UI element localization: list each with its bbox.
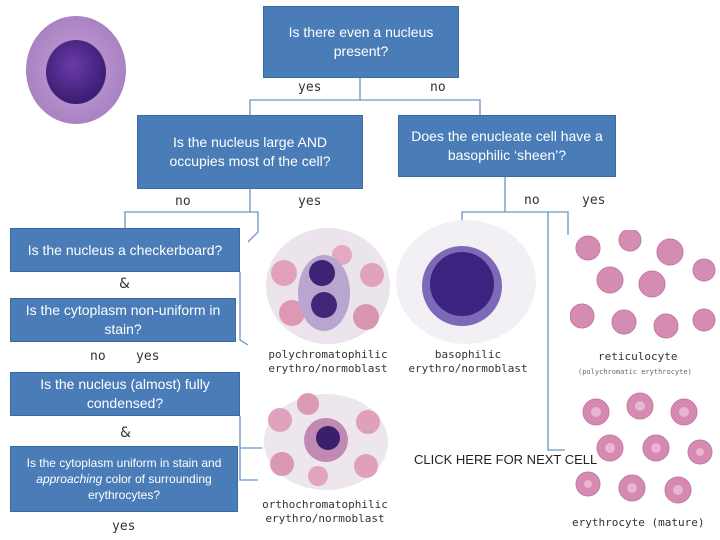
question-basophilic-sheen: Does the enucleate cell have a basophili… bbox=[398, 115, 616, 177]
question-cytoplasm-nonuniform: Is the cytoplasm non-uniform in stain? bbox=[10, 298, 236, 342]
answer-yes-label: yes bbox=[112, 519, 136, 534]
question-text: Is the cytoplasm uniform in stain and ap… bbox=[26, 456, 222, 502]
and-conjunction: & bbox=[120, 425, 131, 441]
erythrocyte-image bbox=[575, 392, 713, 504]
answer-no-label: no bbox=[90, 349, 106, 364]
question-text: Is the nucleus (almost) fully condensed? bbox=[40, 376, 210, 411]
question-cytoplasm-uniform: Is the cytoplasm uniform in stain and ap… bbox=[10, 446, 238, 512]
question-text: Is the nucleus a checkerboard? bbox=[27, 241, 223, 258]
question-nucleus-condensed: Is the nucleus (almost) fully condensed? bbox=[10, 372, 240, 416]
example-cell-image bbox=[26, 16, 126, 124]
answer-no-label: no bbox=[524, 193, 540, 208]
polychromatophilic-caption: polychromatophilic erythro/normoblast bbox=[268, 348, 388, 375]
polychromatophilic-image bbox=[266, 228, 390, 344]
reticulocyte-image bbox=[570, 230, 716, 339]
question-nucleus-checkerboard: Is the nucleus a checkerboard? bbox=[10, 228, 240, 272]
question-nucleus-present: Is there even a nucleus present? bbox=[263, 6, 459, 78]
reticulocyte-caption: reticulocyte bbox=[598, 350, 678, 363]
answer-yes-label: yes bbox=[298, 194, 322, 209]
question-text: Is the nucleus large AND occupies most o… bbox=[169, 134, 331, 169]
question-text: Is the cytoplasm non-uniform in stain? bbox=[25, 302, 221, 337]
next-cell-link[interactable]: CLICK HERE FOR NEXT CELL bbox=[414, 452, 598, 467]
answer-yes-label: yes bbox=[136, 349, 160, 364]
erythrocyte-caption: erythrocyte (mature) bbox=[572, 516, 705, 529]
answer-yes-label: yes bbox=[298, 80, 322, 95]
basophilic-caption: basophilic erythro/normoblast bbox=[408, 348, 528, 375]
basophilic-image bbox=[396, 220, 536, 344]
and-conjunction: & bbox=[119, 276, 130, 292]
answer-no-label: no bbox=[430, 80, 446, 95]
question-nucleus-large: Is the nucleus large AND occupies most o… bbox=[137, 115, 363, 189]
answer-no-label: no bbox=[175, 194, 191, 209]
question-text: Does the enucleate cell have a basophili… bbox=[411, 128, 603, 163]
answer-yes-label: yes bbox=[582, 193, 606, 208]
orthochromatophilic-image bbox=[264, 393, 388, 490]
reticulocyte-note: (polychromatic erythrocyte) bbox=[578, 368, 692, 376]
question-text: Is there even a nucleus present? bbox=[288, 24, 434, 59]
orthochromatophilic-caption: orthochromatophilic erythro/normoblast bbox=[262, 498, 388, 525]
